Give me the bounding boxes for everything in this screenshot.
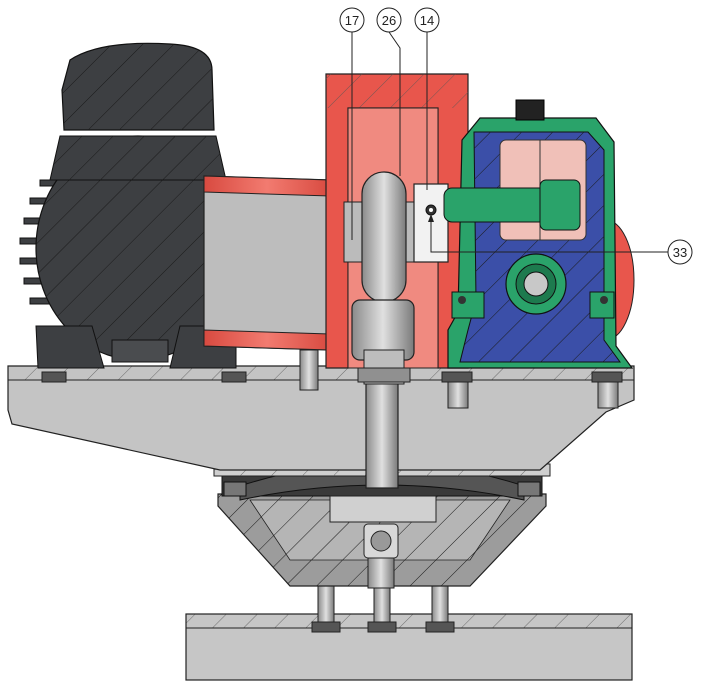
electric-motor [19,42,253,369]
central-lower-nut [363,523,399,589]
callout-26: 26 [376,7,402,176]
callout-label-14: 14 [420,13,434,28]
support-bolts [311,577,455,633]
base-bolts [41,349,623,409]
vertical-shaft [365,375,399,489]
motor-flange [203,175,331,351]
callout-label-26: 26 [382,13,396,28]
callout-33: 33 [428,214,693,265]
gearbox [443,99,635,369]
callout-label-17: 17 [345,13,359,28]
upper-base-plate [7,365,635,471]
lower-base-plate [185,613,633,681]
callout-17: 17 [339,7,365,240]
callout-label-33: 33 [673,245,687,260]
callout-14: 14 [414,7,440,190]
